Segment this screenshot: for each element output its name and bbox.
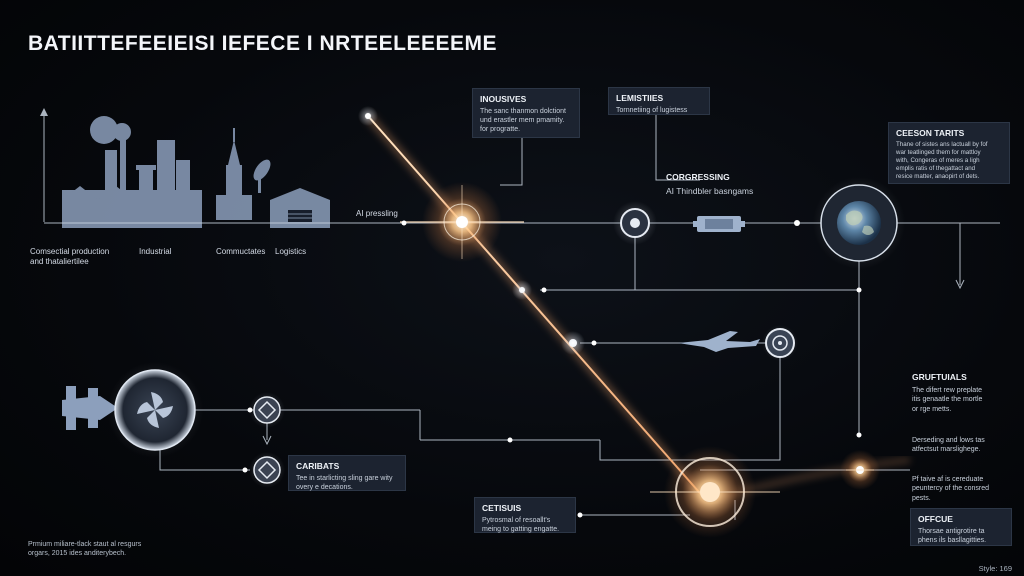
box-lemisties: LEMISTIIES Tornnetiing of lugistess: [608, 87, 710, 115]
warehouse-icon: [270, 188, 330, 228]
box-body: Pf taive af is cereduate peuntercy of th…: [912, 476, 990, 502]
starburst-icon: [840, 450, 880, 490]
box-heading: INOUSIVES: [480, 94, 527, 104]
industrial-skyline: [40, 108, 330, 228]
glow-node: [561, 331, 585, 355]
box-body: The sanc thanmon dolctiont und erastler …: [480, 108, 566, 134]
globe-icon: [813, 177, 905, 269]
box-heading: CETISUIS: [482, 503, 522, 513]
label-commercial: Comsectial production and thataliertilee: [30, 247, 110, 266]
label-industrial: Industrial: [139, 247, 172, 256]
box-heading: LEMISTIIES: [616, 93, 664, 103]
box-body: Thane of sistes ans lactuall by fof war …: [896, 141, 988, 181]
box-body: Tornnetiing of lugistess: [616, 107, 688, 114]
box-body: Derseding and lows tas atfectsut marslig…: [912, 437, 985, 454]
fan-disc-icon: [107, 362, 203, 458]
box-offcue: OFFCUE Thorsae antigrotire ta phens ils …: [910, 508, 1012, 546]
box-caribats: CARIBATS Tee in starlicting sling gare w…: [288, 455, 406, 491]
box-cetisuis: CETISUIS Pytrosmal of resoallt's meing t…: [474, 497, 576, 533]
style-version: Style: 169: [978, 564, 1012, 573]
box-heading: CARIBATS: [296, 461, 340, 471]
label-ai-pressing: AI pressling: [356, 209, 398, 218]
starburst-icon: [650, 446, 780, 538]
satellite-dish-icon: [253, 159, 271, 193]
box-body: The difert rew preplate itis genaatle th…: [912, 387, 983, 413]
beam-origin-dot: [365, 113, 371, 119]
box-ceeson: CEESON TARITS Thane of sistes ans lactua…: [888, 122, 1010, 184]
page-title: BATIITTEFEEIEISI IEFECE I NRTEELEEEEME: [28, 32, 498, 55]
spacecraft-icon: [62, 386, 118, 430]
node-icon: [249, 452, 285, 488]
box-body: Pytrosmal of resoallt's meing to gatting…: [482, 517, 560, 534]
box-pf-value: Pf taive af is cereduate peuntercy of th…: [912, 475, 989, 503]
box-corgressing: CORGRESSING AI Thindbler basngams: [666, 172, 753, 197]
glow-node: [512, 280, 532, 300]
box-body: AI Thindbler basngams: [666, 186, 754, 196]
chip-icon: [693, 216, 745, 232]
radar-dish-icon: [762, 325, 798, 361]
box-descending: Derseding and lows tas atfectsut marslig…: [912, 436, 985, 455]
label-communicates: Commuctates: [216, 247, 266, 256]
box-inousives: INOUSIVES The sanc thanmon dolctiont und…: [472, 88, 580, 138]
antenna-tower-icon: [216, 128, 252, 220]
node-icon: [613, 201, 657, 245]
box-body: Thorsae antigrotire ta phens ils basllag…: [918, 528, 987, 545]
box-gruftuials: GRUFTUIALS The difert rew preplate itis …: [912, 372, 982, 414]
label-logistics: Logistics: [275, 247, 307, 256]
box-heading: OFFCUE: [918, 514, 953, 524]
fighter-jet-icon: [678, 331, 760, 352]
box-heading: GRUFTUIALS: [912, 372, 967, 382]
footer-note: Prmium miliare-tlack staut al resgurs or…: [28, 541, 142, 558]
box-body: Tee in starlicting sling gare wity overy…: [296, 475, 393, 492]
starburst-icon: [400, 182, 524, 262]
smokestack-icon: [90, 116, 190, 200]
box-heading: CEESON TARITS: [896, 128, 965, 138]
box-heading: CORGRESSING: [666, 172, 730, 182]
node-icon: [249, 392, 285, 428]
diagonal-beam: [364, 113, 911, 503]
